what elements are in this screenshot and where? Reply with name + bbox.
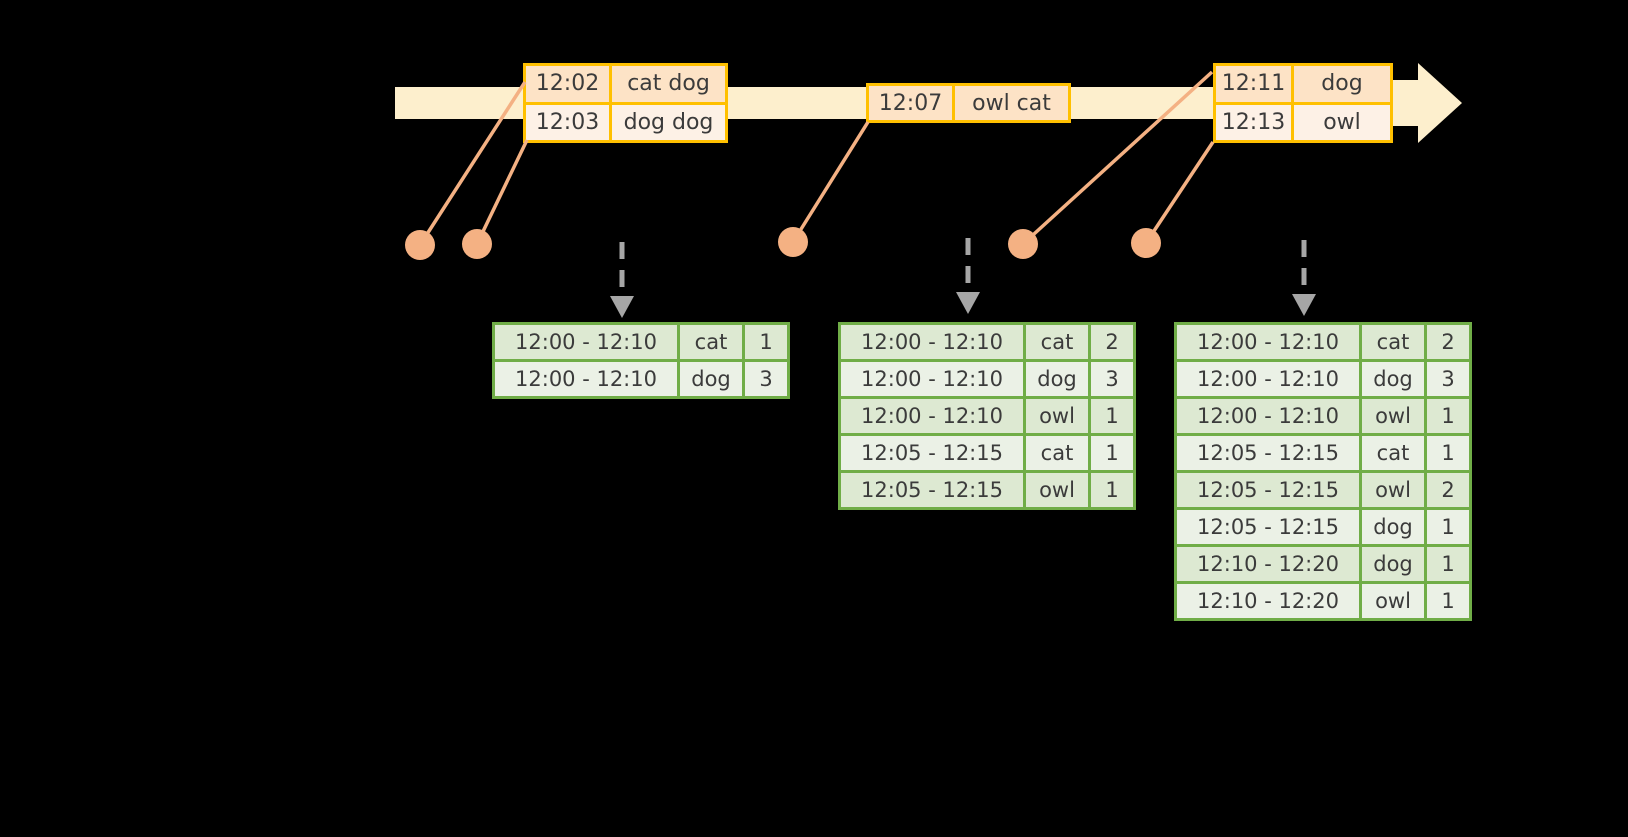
key-cell: owl: [1026, 473, 1088, 507]
connector-dot: [778, 227, 808, 257]
dashed-arrow-head: [610, 296, 634, 318]
connector-dot: [1131, 228, 1161, 258]
count-cell: 1: [1427, 584, 1469, 618]
key-cell: cat: [1026, 436, 1088, 470]
event-words: dog: [1294, 66, 1390, 102]
key-cell: cat: [1362, 436, 1424, 470]
event-time: 12:03: [526, 104, 612, 140]
window-cell: 12:00 - 12:10: [1177, 399, 1359, 433]
count-cell: 3: [1091, 362, 1133, 396]
event-row: 12:11 dog: [1216, 66, 1390, 102]
window-cell: 12:00 - 12:10: [841, 399, 1023, 433]
window-cell: 12:00 - 12:10: [1177, 362, 1359, 396]
event-time: 12:13: [1216, 104, 1294, 140]
key-cell: cat: [1362, 325, 1424, 359]
count-cell: 1: [1427, 547, 1469, 581]
event-group-2[interactable]: 12:07 owl cat: [866, 83, 1071, 123]
window-cell: 12:00 - 12:10: [841, 362, 1023, 396]
dashed-arrow-head: [956, 292, 980, 314]
connector-dot: [1008, 229, 1038, 259]
key-cell: dog: [1362, 362, 1424, 396]
event-group-1[interactable]: 12:02 cat dog 12:03 dog dog: [523, 63, 728, 143]
connector-line: [1144, 141, 1215, 244]
count-cell: 1: [1427, 436, 1469, 470]
connector-dot: [405, 230, 435, 260]
event-words: dog dog: [612, 104, 725, 140]
window-cell: 12:05 - 12:15: [841, 473, 1023, 507]
count-cell: 3: [1427, 362, 1469, 396]
event-words: owl cat: [955, 86, 1068, 120]
event-row: 12:02 cat dog: [526, 66, 725, 102]
count-cell: 2: [1427, 473, 1469, 507]
window-cell: 12:05 - 12:15: [1177, 510, 1359, 544]
key-cell: dog: [680, 362, 742, 396]
count-cell: 1: [1091, 399, 1133, 433]
event-row: 12:07 owl cat: [869, 86, 1068, 120]
count-cell: 3: [745, 362, 787, 396]
event-words: cat dog: [612, 66, 725, 102]
key-cell: owl: [1362, 584, 1424, 618]
count-cell: 1: [745, 325, 787, 359]
window-cell: 12:05 - 12:15: [1177, 473, 1359, 507]
connector-line: [475, 139, 529, 245]
key-cell: owl: [1362, 399, 1424, 433]
count-cell: 1: [1091, 436, 1133, 470]
key-cell: owl: [1362, 473, 1424, 507]
event-row: 12:03 dog dog: [526, 101, 725, 140]
count-cell: 2: [1427, 325, 1469, 359]
key-cell: dog: [1362, 510, 1424, 544]
window-cell: 12:00 - 12:10: [495, 325, 677, 359]
window-cell: 12:00 - 12:10: [495, 362, 677, 396]
connector-dot: [462, 229, 492, 259]
event-group-3[interactable]: 12:11 dog 12:13 owl: [1213, 63, 1393, 143]
event-row: 12:13 owl: [1216, 101, 1390, 140]
event-time: 12:11: [1216, 66, 1294, 102]
event-time: 12:02: [526, 66, 612, 102]
window-cell: 12:10 - 12:20: [1177, 547, 1359, 581]
window-cell: 12:10 - 12:20: [1177, 584, 1359, 618]
key-cell: dog: [1362, 547, 1424, 581]
event-words: owl: [1294, 104, 1390, 140]
count-cell: 1: [1091, 473, 1133, 507]
event-time: 12:07: [869, 86, 955, 120]
key-cell: owl: [1026, 399, 1088, 433]
window-cell: 12:00 - 12:10: [1177, 325, 1359, 359]
count-cell: 2: [1091, 325, 1133, 359]
count-cell: 1: [1427, 510, 1469, 544]
key-cell: cat: [680, 325, 742, 359]
count-cell: 1: [1427, 399, 1469, 433]
key-cell: cat: [1026, 325, 1088, 359]
dashed-arrow-head: [1292, 294, 1316, 316]
window-cell: 12:05 - 12:15: [1177, 436, 1359, 470]
window-cell: 12:00 - 12:10: [841, 325, 1023, 359]
key-cell: dog: [1026, 362, 1088, 396]
window-cell: 12:05 - 12:15: [841, 436, 1023, 470]
connector-line: [791, 121, 870, 243]
